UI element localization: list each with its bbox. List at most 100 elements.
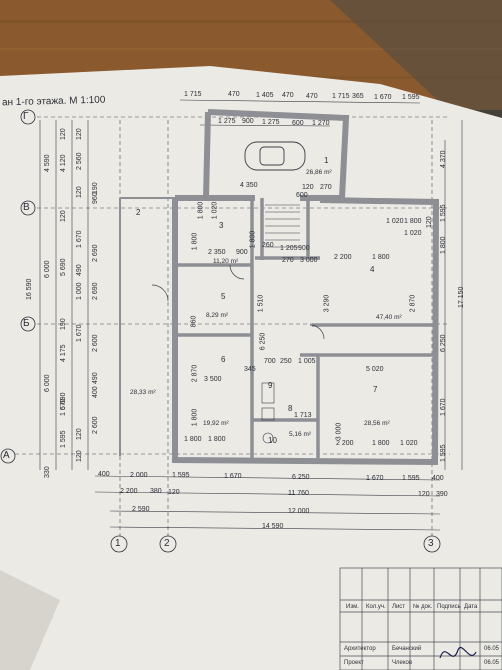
- room-number-2: 2: [136, 208, 141, 217]
- room-number-10: 10: [268, 436, 277, 445]
- room-area-5: 8,29 m²: [206, 312, 229, 319]
- left-dim: 330: [44, 466, 51, 478]
- bottom-dim: 120: [418, 491, 430, 498]
- top-dim: 1 270: [312, 120, 330, 127]
- bathroom-fixtures: [261, 382, 275, 444]
- interior-dim: 1 800: [249, 230, 257, 249]
- door-swings: [151, 264, 325, 340]
- left-dim: 1 000: [76, 282, 83, 300]
- room-area-6: 19,92 m²: [203, 420, 229, 427]
- top-dim: 365: [352, 93, 364, 100]
- room-area-hall: 28,33 m²: [130, 389, 156, 396]
- room-area-4: 47,40 m²: [376, 314, 402, 321]
- bottom-dim: 2 590: [132, 506, 150, 513]
- left-dim: 1 670: [60, 398, 67, 416]
- top-dim: 120: [302, 184, 314, 191]
- right-dim: 1 800: [440, 236, 447, 254]
- axis-label-1: 1: [115, 538, 121, 549]
- interior-dim: 2 350: [208, 249, 226, 256]
- title-block-date: 06.05: [484, 660, 500, 666]
- axis-bubbles: [0, 109, 441, 553]
- bottom-dim: 1 670: [366, 475, 384, 482]
- bottom-dim: 12 000: [288, 508, 310, 515]
- left-dim: 120: [76, 186, 83, 198]
- left-dim: 5 690: [60, 258, 67, 276]
- room-number-4: 4: [370, 265, 375, 274]
- interior-dim: 700: [264, 358, 276, 365]
- room-number-1: 1: [324, 156, 329, 165]
- title-block-lines: [339, 567, 502, 670]
- interior-dim: 1 800: [191, 408, 199, 427]
- left-dim: 2 560: [76, 152, 83, 170]
- bottom-dim: 1 595: [402, 475, 420, 482]
- interior-dim: 270: [282, 257, 294, 264]
- interior-dim: 1 800: [208, 436, 226, 443]
- title-block-name: Бечанский: [392, 646, 422, 652]
- left-dim: 4 120: [60, 154, 67, 172]
- top-dim: 900: [242, 118, 254, 125]
- interior-dim: 5 020: [366, 366, 384, 373]
- top-dim: 1 715: [184, 91, 202, 98]
- wood-grain-2: [0, 48, 502, 50]
- interior-dim: 1 800: [372, 440, 390, 447]
- left-dim: 190: [92, 182, 99, 194]
- interior-dim: 2 870: [409, 294, 417, 313]
- interior-dim: 1 005: [298, 358, 316, 365]
- interior-dim: 250: [280, 358, 292, 365]
- interior-dim: 900: [298, 245, 310, 252]
- bottom-dim: 1 670: [224, 473, 242, 480]
- axis-label-g: Г: [23, 111, 29, 122]
- top-dim: 1 670: [374, 94, 392, 101]
- left-dim: 6 000: [44, 260, 51, 278]
- bottom-dim: 400: [98, 471, 110, 478]
- left-dim: 190: [60, 318, 67, 330]
- left-dim: 120: [76, 450, 83, 462]
- interior-dim: 1 020: [404, 230, 422, 237]
- top-dim: 600: [296, 192, 308, 199]
- axis-bubble-3: [423, 535, 441, 553]
- right-dim: 17 150: [458, 286, 465, 308]
- right-dim: 1 595: [440, 204, 447, 222]
- left-dim: 2 690: [92, 244, 99, 262]
- top-dim: 1 715: [332, 93, 350, 100]
- top-dim: 1 275: [262, 119, 280, 126]
- left-dim: 120: [76, 128, 83, 140]
- title-block-header: № док.: [413, 604, 433, 610]
- bottom-dim: 11 760: [288, 490, 309, 497]
- signature: [439, 647, 477, 659]
- axis-label-v: В: [23, 202, 30, 213]
- top-dim: 470: [306, 93, 318, 100]
- right-dim: 120: [426, 216, 433, 228]
- interior-dim: 1 020: [386, 218, 404, 225]
- bottom-dim: 380: [150, 488, 162, 495]
- title-block-header: Лист: [392, 604, 406, 610]
- title-block-header: Кол.уч.: [366, 604, 386, 610]
- bottom-dim: 390: [436, 491, 448, 498]
- top-dim: 470: [282, 92, 294, 99]
- axis-bubble-1: [110, 535, 128, 553]
- left-dim: 2 690: [92, 282, 99, 300]
- room-area-8: 5,16 m²: [289, 431, 312, 438]
- walls: [119, 109, 440, 466]
- bottom-dim: 2 000: [130, 472, 148, 479]
- axis-bubble-2: [159, 535, 177, 553]
- interior-dim: 1 713: [294, 412, 312, 419]
- interior-dim: 1 800: [184, 436, 202, 443]
- bottom-dim: 1 595: [172, 472, 190, 479]
- title-block-date: 06.05: [484, 646, 500, 652]
- axis-bubble-v: [20, 200, 36, 216]
- top-dim: 600: [292, 120, 304, 127]
- interior-dim: 3 000: [335, 422, 343, 441]
- title-block-name: Члеков: [392, 660, 413, 666]
- left-dim: 4 175: [60, 344, 67, 362]
- interior-dim: 900: [236, 249, 248, 256]
- left-dim: 490: [76, 264, 83, 276]
- right-dim: 6 250: [440, 334, 447, 352]
- top-dim: 4 350: [240, 182, 258, 189]
- interior-dim: 1 205: [280, 245, 298, 252]
- interior-dim: 345: [244, 366, 256, 373]
- left-dim: 120: [76, 428, 83, 440]
- interior-dim: 1 020: [211, 201, 219, 220]
